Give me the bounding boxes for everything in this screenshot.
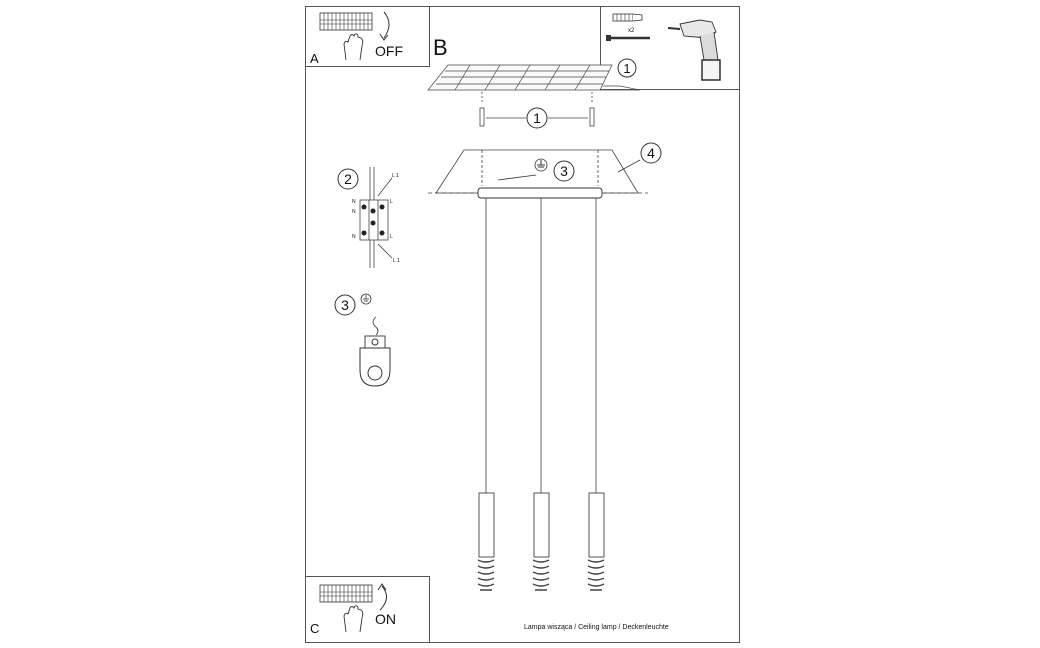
callout-1-tools [617, 58, 637, 78]
screw-icon [606, 35, 650, 41]
callout-1-screws [526, 107, 548, 129]
callout-1-screws-label: 1 [533, 110, 541, 126]
quantity-note: x2 [628, 28, 635, 34]
pendant-springs [477, 559, 605, 591]
connector-label-n-mid: N [352, 209, 356, 215]
wall-plug-icon [612, 13, 643, 22]
callout-2-connector [337, 168, 359, 190]
pendant-cables [485, 198, 597, 493]
ceiling-grid [427, 64, 641, 91]
panel-c-frame [305, 576, 430, 643]
caption: Lampa wisząca / Ceiling lamp / Deckenleu… [524, 624, 669, 631]
mounting-bar [477, 187, 603, 199]
drill-icon [667, 19, 721, 81]
switch-on-label: ON [375, 611, 396, 627]
callout-3-terminal [334, 294, 356, 316]
ground-icon [360, 293, 372, 305]
arrow-up-icon-c [379, 585, 387, 611]
panel-a: A OFF [305, 6, 430, 67]
panel-a-frame [305, 6, 430, 67]
ground-symbol-top [534, 158, 548, 172]
breaker-panel-icon-c [319, 584, 373, 603]
tools-panel: x2 1 [600, 6, 740, 90]
panel-a-letter: A [310, 51, 319, 66]
canopy-cover [428, 149, 648, 194]
pendant-shades [478, 492, 605, 558]
panel-b: B 1 4 [427, 35, 669, 631]
callout-3-ground [553, 160, 575, 182]
ceiling-screws [479, 92, 595, 127]
panel-c: C ON [305, 576, 430, 643]
hand-icon-c [343, 605, 364, 633]
breaker-panel-icon-a [319, 12, 373, 31]
callout-2-connector-label: 2 [344, 171, 352, 187]
connector-label-n-bottom: N [352, 234, 356, 240]
connector-label-n-top: N [352, 199, 356, 205]
callout-1-tools-label: 1 [623, 61, 630, 76]
switch-off-label: OFF [375, 43, 403, 59]
panel-c-letter: C [310, 621, 319, 636]
connector-label-l-top: L [390, 199, 393, 205]
connector-label-l-bottom: L [390, 234, 393, 240]
callout-3-terminal-label: 3 [341, 297, 349, 313]
callout-3-ground-label: 3 [560, 163, 568, 179]
connector-label-l1-top: L 1 [392, 173, 399, 179]
callout-4-canopy [640, 142, 662, 164]
ground-terminal: 3 [334, 293, 391, 387]
connector-block: 2 L 1 L 1 N N N L L [337, 167, 400, 268]
sheet-border [305, 6, 740, 643]
callout-4-canopy-label: 4 [647, 145, 655, 161]
connector-label-l1-bottom: L 1 [393, 258, 400, 264]
arrow-down-icon-a [383, 11, 390, 39]
hand-icon-a [343, 33, 364, 61]
panel-b-letter: B [433, 35, 448, 60]
